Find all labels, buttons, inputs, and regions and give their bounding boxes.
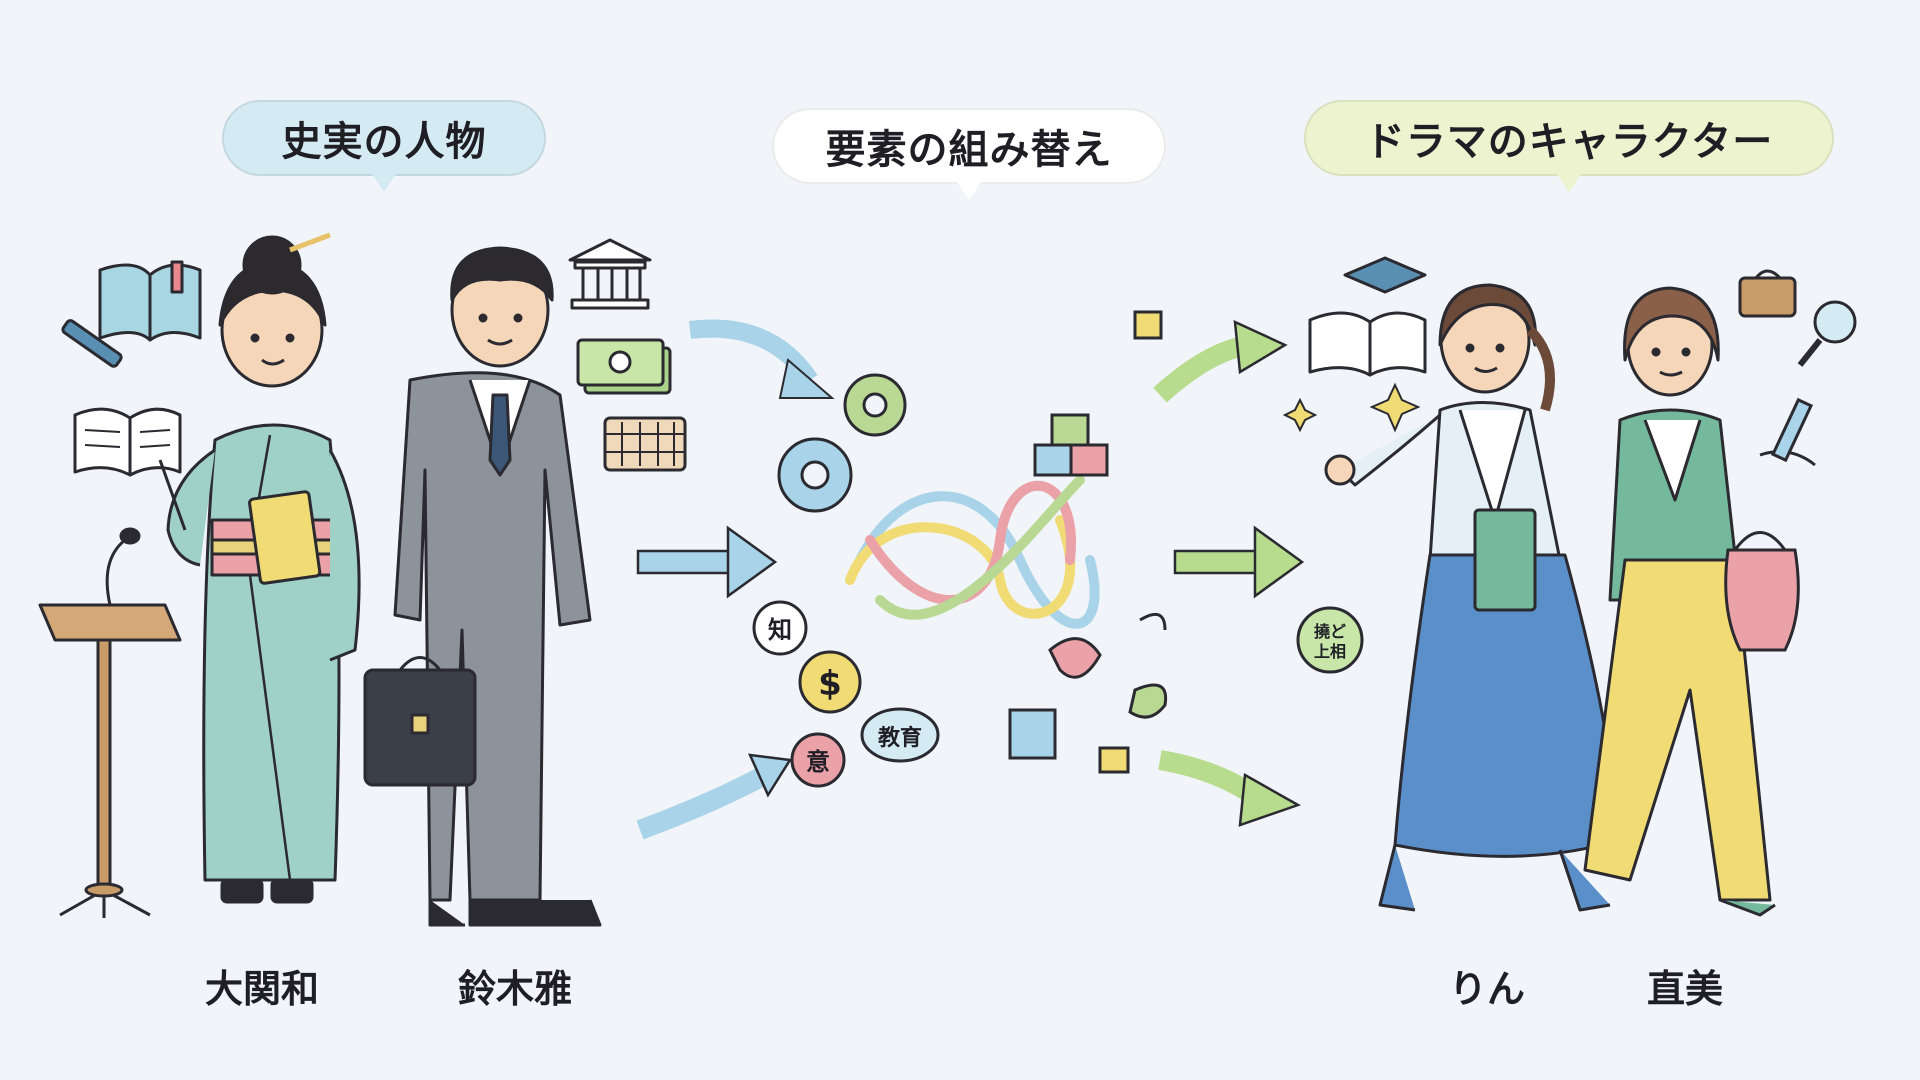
abacus-icon bbox=[603, 416, 687, 472]
money-token: $ bbox=[798, 650, 862, 714]
arrow-top-left bbox=[688, 319, 835, 399]
svg-text:上相: 上相 bbox=[1314, 642, 1346, 661]
drama-woman-naomi-figure bbox=[1583, 286, 1816, 917]
historical-figures-label: 史実の人物 bbox=[222, 100, 546, 192]
microphone-icon bbox=[105, 527, 141, 606]
arrow-top-right bbox=[1153, 319, 1288, 403]
bank-icon bbox=[568, 238, 652, 310]
knowledge-token: 知 bbox=[752, 600, 808, 656]
meaning-token: 意 bbox=[790, 732, 846, 788]
arrow-mid-left bbox=[636, 525, 778, 599]
gear-icon bbox=[777, 437, 853, 513]
graduation-cap-icon bbox=[1308, 256, 1427, 377]
name-suzuki-masa: 鈴木雅 bbox=[457, 967, 573, 1011]
name-rin: りん bbox=[1448, 967, 1526, 1011]
arrow-bottom-right bbox=[1158, 750, 1302, 827]
historical-man-figure bbox=[363, 246, 602, 927]
pen-icon bbox=[61, 319, 123, 368]
name-ozeki-chika: 大関和 bbox=[204, 967, 320, 1011]
book-icon bbox=[98, 260, 202, 342]
name-naomi: 直美 bbox=[1646, 967, 1724, 1011]
briefcase-icon bbox=[1738, 269, 1797, 318]
svg-text:知: 知 bbox=[768, 616, 792, 644]
education-token: 教育 bbox=[860, 707, 940, 763]
arrow-mid-right bbox=[1173, 525, 1305, 599]
money-icon bbox=[576, 338, 672, 395]
ruler-icon bbox=[1770, 397, 1814, 463]
gear-icon bbox=[843, 373, 907, 437]
open-book-icon bbox=[73, 407, 182, 477]
historical-woman-figure bbox=[158, 232, 361, 904]
lectern-icon bbox=[38, 603, 182, 918]
svg-text:撓ど: 撓ど bbox=[1314, 622, 1346, 641]
recombination-ribbons bbox=[845, 475, 1100, 629]
badge-token: 撓ど 上相 bbox=[1296, 606, 1364, 674]
svg-text:教育: 教育 bbox=[878, 725, 922, 751]
arrow-bottom-left bbox=[636, 753, 793, 840]
drama-characters-label: ドラマのキャラクター bbox=[1304, 100, 1834, 192]
sparkle-icon bbox=[1282, 382, 1421, 433]
blocks-icon bbox=[1008, 310, 1163, 774]
swirl-shapes bbox=[1048, 612, 1168, 719]
drama-woman-rin-figure bbox=[1324, 283, 1622, 912]
recombination-label: 要素の組み替え bbox=[772, 108, 1166, 200]
handbag-icon bbox=[1724, 531, 1800, 652]
svg-text:$: $ bbox=[818, 664, 842, 704]
svg-text:意: 意 bbox=[806, 748, 830, 776]
magnifier-icon bbox=[1797, 300, 1857, 367]
